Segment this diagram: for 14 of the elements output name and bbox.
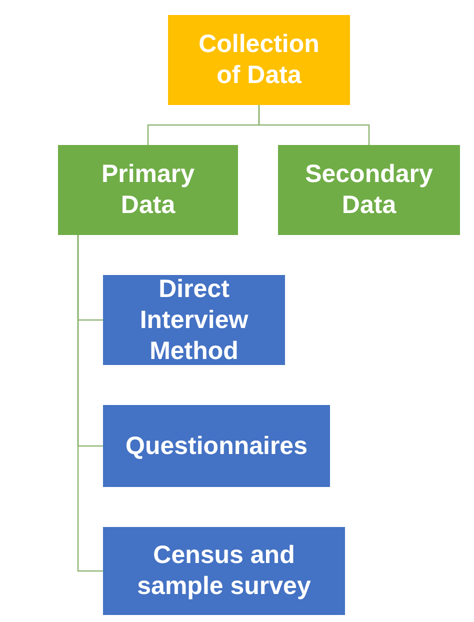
connector-line bbox=[258, 105, 370, 145]
category-box bbox=[278, 145, 460, 235]
box-label: Census and sample survey bbox=[136, 540, 312, 602]
box-label: Questionnaires bbox=[126, 430, 308, 462]
box-label: Secondary Data bbox=[304, 159, 434, 221]
category-box bbox=[103, 275, 285, 365]
box-label: Primary Data bbox=[100, 159, 196, 221]
box-label: Direct Interview Method bbox=[138, 274, 250, 366]
box-label: Collection of Data bbox=[198, 29, 320, 91]
category-box bbox=[103, 527, 345, 615]
category-box bbox=[103, 405, 330, 487]
connector-line bbox=[77, 235, 103, 572]
category-box bbox=[58, 145, 238, 235]
category-box bbox=[168, 15, 350, 105]
